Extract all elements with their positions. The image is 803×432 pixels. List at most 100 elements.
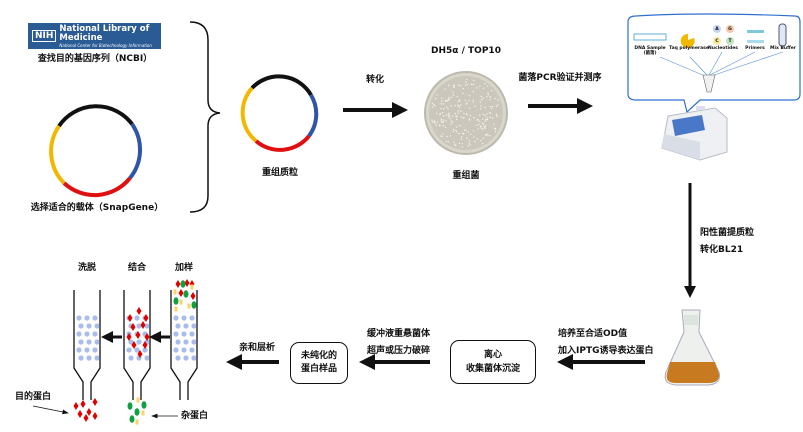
resin-bead — [189, 347, 195, 353]
colony — [487, 134, 489, 136]
resin-bead — [84, 315, 90, 321]
colony — [442, 115, 445, 117]
colony — [450, 96, 453, 99]
colony — [443, 119, 445, 121]
resin-bead — [181, 315, 187, 321]
colony — [474, 140, 476, 143]
resin-bead — [78, 355, 84, 361]
target-protein — [178, 289, 184, 297]
impurity-protein — [141, 401, 147, 409]
colony — [484, 83, 486, 85]
colony — [444, 99, 447, 102]
colony — [484, 120, 486, 122]
colony — [463, 129, 466, 131]
resin-bead — [94, 339, 100, 345]
colony — [445, 140, 447, 143]
label-recombinant-plasmid: 重组质粒 — [261, 168, 299, 178]
colony — [435, 112, 438, 115]
resin-bead — [181, 347, 187, 353]
colony — [480, 99, 483, 101]
resin-bead — [86, 355, 92, 361]
colony — [459, 104, 462, 106]
target-protein — [142, 341, 148, 349]
resin-bead — [189, 315, 195, 321]
colony — [463, 112, 465, 115]
resin-bead — [76, 347, 82, 353]
colony — [472, 101, 475, 103]
colony — [497, 99, 499, 101]
colony — [459, 124, 461, 127]
impurity-protein — [183, 290, 189, 298]
colony — [464, 84, 467, 86]
colony — [442, 133, 444, 135]
impurity-protein — [190, 284, 194, 290]
colony — [486, 85, 489, 87]
resin-bead — [191, 355, 197, 361]
target-protein — [131, 341, 137, 349]
impurity-protein — [129, 415, 135, 423]
colony — [491, 105, 494, 108]
resin-bead — [76, 315, 82, 321]
recombinant-plasmid — [240, 74, 319, 152]
impurity-protein — [173, 289, 177, 295]
resin-bead — [78, 339, 84, 345]
colony — [442, 103, 445, 105]
column — [73, 290, 101, 400]
colony — [442, 124, 445, 127]
colony — [434, 104, 436, 107]
colony — [455, 126, 458, 128]
colony — [465, 81, 467, 83]
colony — [461, 142, 463, 145]
colony — [489, 135, 491, 137]
colony — [453, 141, 455, 143]
label-ncbi: 查找目的基因序列（NCBI） — [37, 54, 153, 64]
colony — [478, 114, 481, 116]
colony — [495, 113, 498, 116]
resin-bead — [175, 323, 181, 329]
logo-main: National Library of Medicine — [59, 23, 150, 43]
colony — [482, 123, 485, 125]
colony — [454, 104, 456, 107]
target-protein — [73, 402, 79, 410]
target-protein — [80, 400, 86, 408]
colony — [457, 100, 460, 103]
colony — [473, 79, 475, 82]
colony — [441, 111, 444, 114]
colony — [496, 115, 498, 117]
colony — [434, 122, 436, 124]
colony — [476, 138, 479, 140]
resin-bead — [191, 323, 197, 329]
colony — [470, 83, 473, 86]
impurity-protein — [173, 297, 179, 305]
colony — [435, 124, 437, 126]
ncbi-logo[interactable]: NIH National Library of Medicine Nationa… — [28, 23, 161, 49]
colony — [448, 97, 450, 99]
colony — [488, 112, 491, 114]
colony — [486, 118, 489, 121]
impurity-protein — [179, 299, 183, 305]
flask — [664, 309, 720, 386]
colony — [466, 84, 469, 86]
colony — [480, 95, 482, 98]
resin-bead — [84, 331, 90, 337]
colony — [433, 104, 435, 106]
label-culture: 培养至合适OD值加入IPTG诱导表达蛋白 — [558, 329, 654, 356]
target-protein — [137, 350, 143, 358]
colony — [460, 110, 462, 112]
colony — [467, 145, 470, 147]
resin-bead — [134, 315, 140, 321]
column — [123, 290, 151, 400]
colony — [482, 87, 485, 89]
colony — [461, 132, 464, 135]
colony — [462, 117, 464, 119]
colony — [468, 119, 471, 121]
colony — [447, 108, 449, 110]
label-loading: 加样 — [174, 263, 194, 273]
target-protein — [92, 412, 98, 420]
resin-bead — [183, 323, 189, 329]
colony — [462, 87, 464, 90]
target-protein — [190, 292, 196, 300]
label-recombinant-bacteria: 重组菌 — [452, 171, 480, 181]
colony — [472, 91, 474, 93]
column — [170, 290, 198, 400]
